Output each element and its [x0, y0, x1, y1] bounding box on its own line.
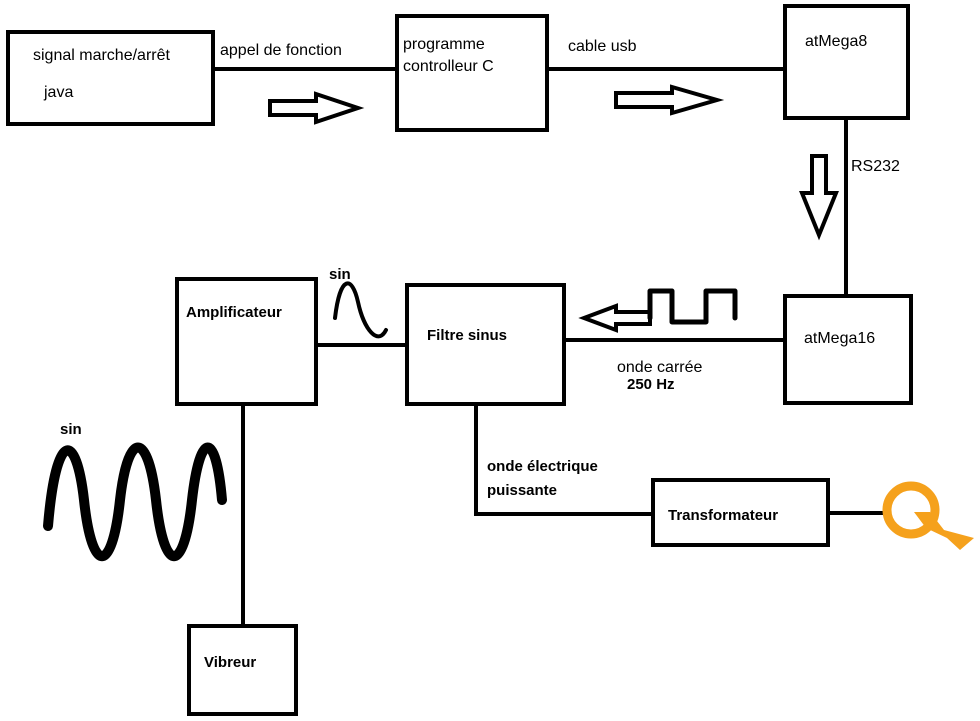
- label-onde-carree: onde carrée: [617, 359, 702, 376]
- label-appel-de-fonction: appel de fonction: [220, 42, 342, 59]
- arrow-right-icon: [268, 91, 365, 125]
- block-signal-label: signal marche/arrêt: [33, 47, 171, 64]
- arrow-down-icon: [799, 154, 839, 241]
- label-puissante: puissante: [487, 482, 557, 499]
- block-programme: programme controlleur C: [395, 14, 549, 132]
- block-amplificateur: Amplificateur: [175, 277, 318, 406]
- arrow-left-icon: [578, 303, 652, 333]
- block-signal: signal marche/arrêt java: [6, 30, 215, 126]
- block-programme-label: programme: [403, 36, 485, 53]
- block-atmega16: atMega16: [783, 294, 913, 405]
- block-atmega16-label: atMega16: [804, 330, 875, 347]
- square-wave-icon: [647, 288, 738, 325]
- label-cable-usb: cable usb: [568, 38, 637, 55]
- block-transformateur: Transformateur: [651, 478, 830, 547]
- block-signal-sublabel: java: [43, 84, 73, 101]
- block-vibreur: Vibreur: [187, 624, 298, 716]
- sine-wave-small-icon: [333, 281, 388, 339]
- arrow-right-icon: [614, 84, 725, 116]
- label-sin-big: sin: [60, 421, 82, 438]
- block-atmega8-label: atMega8: [805, 33, 867, 50]
- label-onde-electrique: onde électrique: [487, 458, 598, 475]
- label-sin-small: sin: [329, 266, 351, 283]
- block-filtre-sinus-label: Filtre sinus: [427, 327, 507, 344]
- block-amplificateur-label: Amplificateur: [186, 304, 282, 321]
- wire-filtre-transformateur: [474, 402, 655, 516]
- block-transformateur-label: Transformateur: [668, 507, 778, 524]
- block-atmega8: atMega8: [783, 4, 910, 120]
- block-programme-sublabel: controlleur C: [403, 58, 494, 75]
- sine-wave-large-icon: [43, 442, 227, 562]
- block-filtre-sinus: Filtre sinus: [405, 283, 566, 406]
- orange-q-logo-icon: [882, 481, 974, 550]
- block-vibreur-label: Vibreur: [204, 654, 256, 671]
- label-rs232: RS232: [851, 158, 900, 175]
- label-250hz: 250 Hz: [627, 376, 675, 393]
